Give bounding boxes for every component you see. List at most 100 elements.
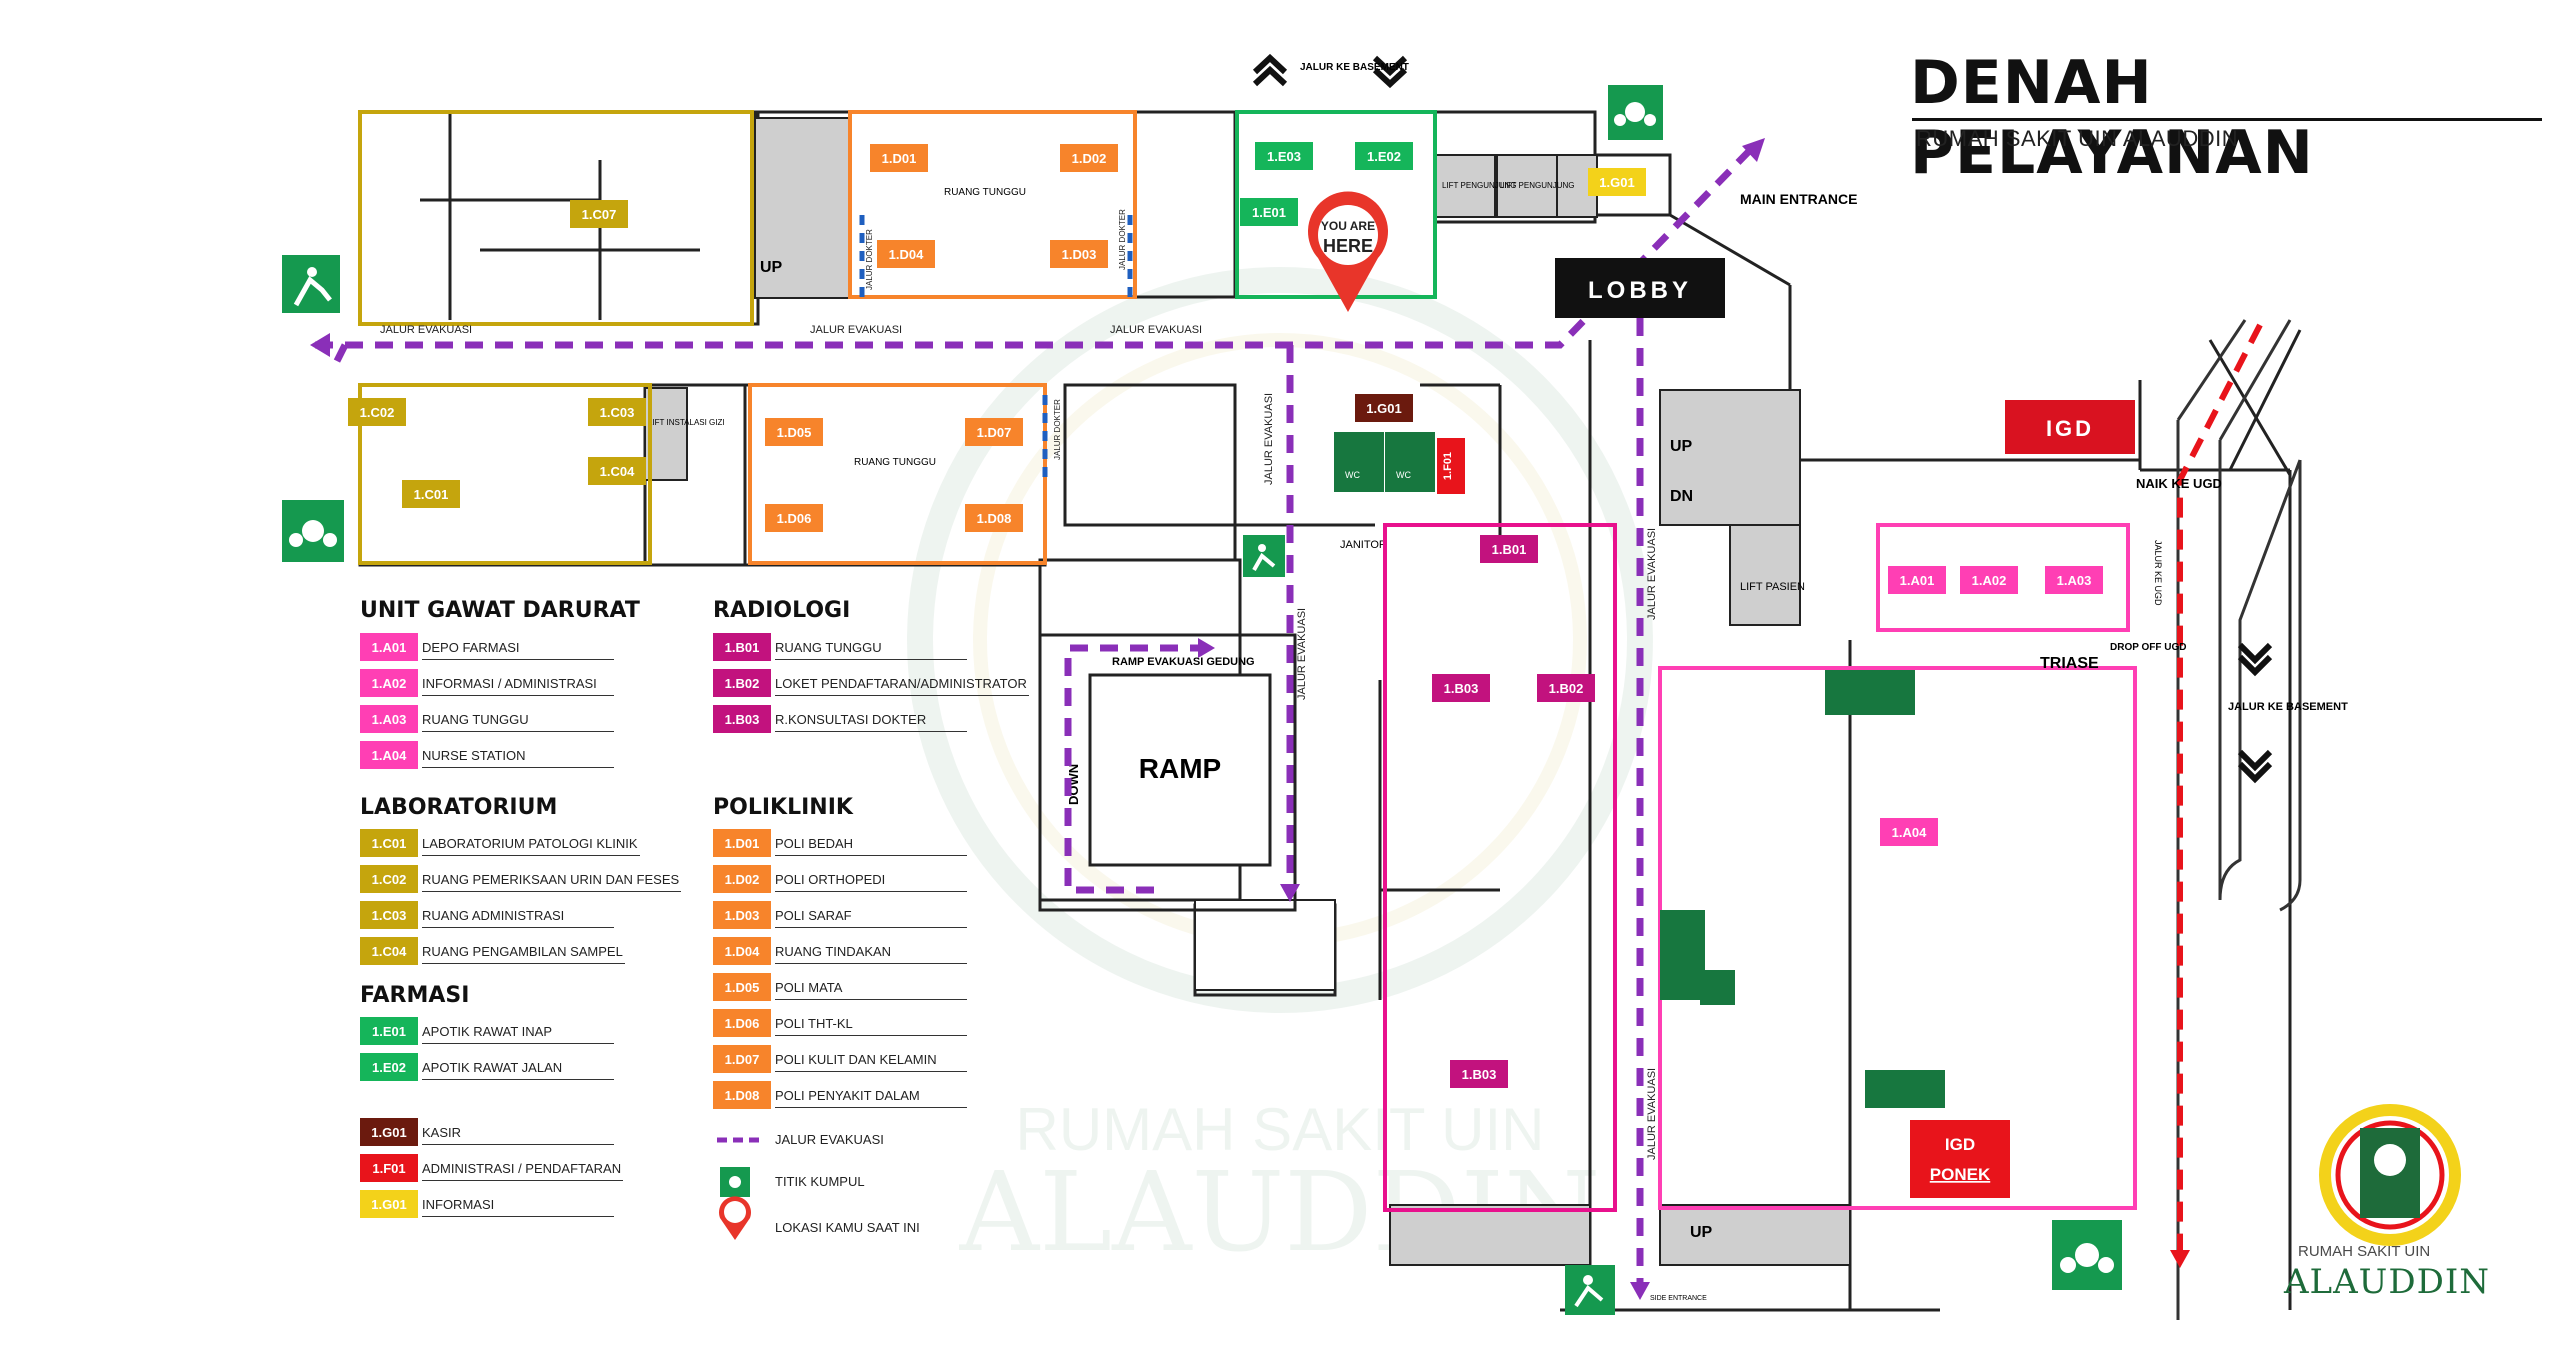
svg-text:1.A04: 1.A04 <box>1892 825 1927 840</box>
label-lift-gizi: LIFT INSTALASI GIZI <box>648 418 725 427</box>
legend-code: 1.G01 <box>360 1118 418 1146</box>
label-jalur-evakuasi-2: JALUR EVAKUASI <box>810 324 902 336</box>
label-jalur-dokter-1: JALUR DOKTER <box>865 229 874 290</box>
stair-bottom-up <box>1659 1204 1851 1266</box>
legend-label: R.KONSULTASI DOKTER <box>775 706 967 732</box>
svg-text:1.C03: 1.C03 <box>600 405 635 420</box>
doctor-route-labels: JALUR DOKTER JALUR DOKTER JALUR DOKTER <box>865 209 1127 460</box>
legend-code: 1.G01 <box>360 1190 418 1218</box>
svg-text:1.F01: 1.F01 <box>1442 452 1454 480</box>
label-up-3: UP <box>1690 1224 1713 1241</box>
evac-labels: JALUR EVAKUASI JALUR EVAKUASI JALUR EVAK… <box>380 324 1658 1160</box>
evac-arrowheads <box>310 138 1765 1300</box>
svg-text:1.B03: 1.B03 <box>1444 681 1479 696</box>
label-jalur-ke-ugd: JALUR KE UGD <box>2153 540 2163 606</box>
legend-symbol-location: LOKASI KAMU SAAT INI <box>775 1220 920 1235</box>
label-ruang-tunggu-top: RUANG TUNGGU <box>944 187 1026 198</box>
room-1-d05: 1.D05 <box>765 418 823 446</box>
legend-label: POLI MATA <box>775 974 967 1000</box>
legend-label: RUANG ADMINISTRASI <box>422 902 614 928</box>
label-lift-pengunjung-2: LIFT PENGUNJUNG <box>1500 181 1575 190</box>
assembly-point-1 <box>1608 85 1663 140</box>
logo-line2: ALAUDDIN <box>2284 1262 2491 1302</box>
legend-code: 1.D08 <box>713 1081 771 1109</box>
svg-text:1.D08: 1.D08 <box>977 511 1012 526</box>
legend-symbol-evacuation: JALUR EVAKUASI <box>775 1132 884 1147</box>
room-1-g01-kasir: 1.G01 <box>1355 394 1413 422</box>
svg-text:1.B01: 1.B01 <box>1492 542 1527 557</box>
exit-sign-1 <box>282 255 340 313</box>
legend-code: 1.D07 <box>713 1045 771 1073</box>
label-side-entrance: SIDE ENTRANCE <box>1650 1295 1707 1302</box>
label-drop-off: DROP OFF UGD <box>2110 642 2186 653</box>
legend-code: 1.A02 <box>360 669 418 697</box>
poli-zone-top <box>848 110 1137 299</box>
igd-zone <box>1658 666 2137 1210</box>
label-ruang-tunggu-bottom: RUANG TUNGGU <box>854 457 936 468</box>
logo-emblem <box>2319 1104 2461 1246</box>
stair-bottom-left <box>1389 1204 1591 1266</box>
label-jalur-basement-right: JALUR KE BASEMENT <box>2228 701 2348 713</box>
doctor-routes <box>859 215 1133 480</box>
svg-text:1.A03: 1.A03 <box>2057 573 2092 588</box>
department-outlines <box>358 110 2137 1212</box>
legend-label: ADMINISTRASI / PENDAFTARAN <box>422 1155 624 1181</box>
label-dn: DN <box>1670 488 1693 505</box>
svg-text:1.B02: 1.B02 <box>1549 681 1584 696</box>
legend-label: NURSE STATION <box>422 742 614 768</box>
svg-text:1.D05: 1.D05 <box>777 425 812 440</box>
legend-code: 1.F01 <box>360 1154 418 1182</box>
room-1-b02: 1.B02 <box>1537 674 1595 702</box>
label-lobby: LOBBY <box>1588 277 1692 304</box>
ugd-route <box>2177 323 2263 1260</box>
wc-boxes <box>1334 432 1945 1108</box>
legend-label: DEPO FARMASI <box>422 634 614 660</box>
farmasi-zone <box>1235 110 1437 299</box>
legend-label: APOTIK RAWAT INAP <box>422 1018 614 1044</box>
label-igd-ponek-2: PONEK <box>1930 1165 1991 1184</box>
legend-code: 1.D01 <box>713 829 771 857</box>
svg-text:1.B03: 1.B03 <box>1462 1067 1497 1082</box>
room-1-d06: 1.D06 <box>765 504 823 532</box>
room-1-b03-a: 1.B03 <box>1432 674 1490 702</box>
legend-code: 1.B03 <box>713 705 771 733</box>
legend-label: RUANG TUNGGU <box>422 706 614 732</box>
room-1-c01: 1.C01 <box>402 480 460 508</box>
svg-text:1.D03: 1.D03 <box>1062 247 1097 262</box>
label-here: HERE <box>1323 236 1373 256</box>
room-1-b01: 1.B01 <box>1480 535 1538 563</box>
legend-label: RUANG PENGAMBILAN SAMPEL <box>422 938 625 964</box>
legend-label: INFORMASI / ADMINISTRASI <box>422 670 614 696</box>
evac-ramp <box>1064 644 1208 894</box>
legend-code: 1.D05 <box>713 973 771 1001</box>
svg-text:1.D07: 1.D07 <box>977 425 1012 440</box>
label-you-are: YOU ARE <box>1321 219 1375 233</box>
svg-text:1.D04: 1.D04 <box>889 247 924 262</box>
legend-code: 1.C04 <box>360 937 418 965</box>
lab-zone-bottom <box>358 383 652 565</box>
svg-text:1.C04: 1.C04 <box>600 464 635 479</box>
page-title: DENAH PELAYANAN <box>1910 48 2314 188</box>
title-underline <box>1912 118 2542 121</box>
svg-text:1.D01: 1.D01 <box>882 151 917 166</box>
legend-label: RUANG PEMERIKSAAN URIN DAN FESES <box>422 866 682 892</box>
room-1-a01: 1.A01 <box>1888 566 1946 594</box>
legend-code: 1.D03 <box>713 901 771 929</box>
ramp-area: RAMP RAMP EVAKUASI GEDUNG DOWN <box>1038 633 1297 912</box>
room-1-d04: 1.D04 <box>877 240 935 268</box>
logo-line1: RUMAH SAKIT UIN <box>2298 1243 2431 1260</box>
